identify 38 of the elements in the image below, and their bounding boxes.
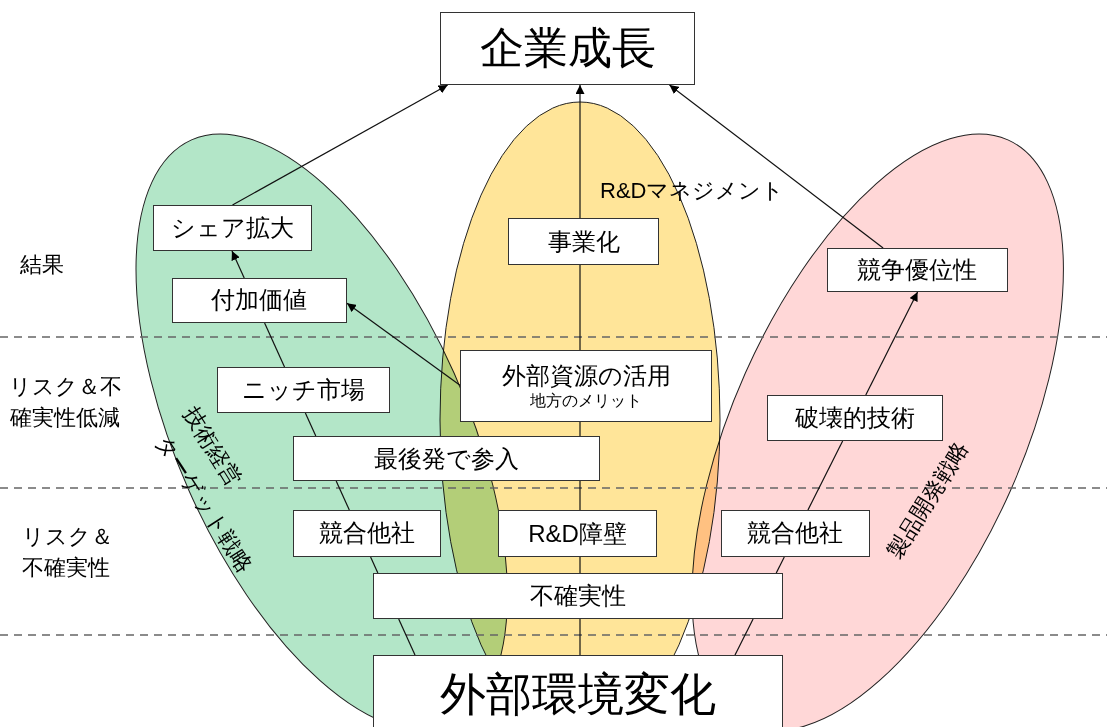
text-box: R&D障壁	[498, 510, 657, 557]
connector-line	[304, 412, 317, 437]
text-box: ニッチ市場	[217, 367, 390, 413]
row-label: 結果	[20, 251, 65, 279]
connector-line	[734, 618, 754, 656]
connector-line	[579, 421, 581, 437]
arrow	[575, 84, 585, 219]
connector-line	[579, 556, 581, 574]
text-box: 破壊的技術	[767, 395, 943, 441]
text-box: シェア拡大	[153, 205, 312, 251]
text-box: 事業化	[508, 218, 659, 265]
connector-line	[775, 556, 785, 574]
connector-line	[579, 618, 581, 656]
text-box: 企業成長	[440, 12, 695, 85]
arrow	[865, 291, 919, 396]
text-box: 付加価値	[172, 278, 347, 323]
arrow	[668, 84, 884, 249]
connector-line	[398, 618, 416, 656]
connector-line	[807, 440, 844, 511]
text-box: 競合他社	[721, 510, 870, 557]
text-box	[460, 350, 712, 422]
connector-line	[579, 480, 581, 511]
row-label: リスク＆不確実性低減	[8, 373, 122, 432]
connector-line	[335, 480, 350, 511]
box-heading: 外部資源の活用	[501, 361, 671, 391]
text-box: 競合他社	[293, 510, 441, 557]
text-box: 外部環境変化	[373, 655, 783, 727]
text-box: 最後発で参入	[293, 436, 600, 481]
arrow	[231, 250, 245, 279]
connector-line	[370, 556, 379, 574]
arrow	[231, 84, 449, 206]
connector-line	[264, 322, 286, 368]
text-box: 不確実性	[373, 573, 783, 619]
text-box: 競争優位性	[827, 248, 1008, 292]
box-subtext: 地方のメリット	[530, 391, 642, 412]
row-label: リスク＆不確実性	[22, 523, 114, 582]
arrow	[346, 302, 461, 386]
connector-line	[579, 264, 581, 351]
